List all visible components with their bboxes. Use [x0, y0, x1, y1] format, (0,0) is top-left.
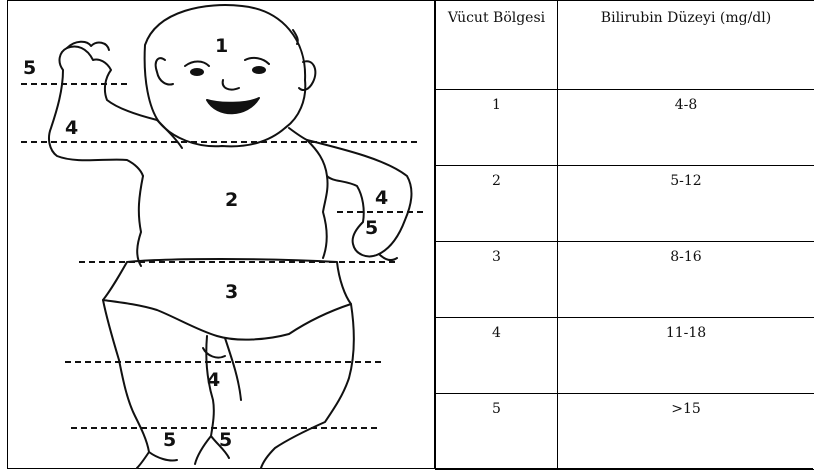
level-cell: >15 — [558, 394, 814, 470]
baby-mouth — [207, 98, 259, 113]
baby-right-arm — [307, 140, 411, 256]
header-region: Vücut Bölgesi — [436, 1, 558, 90]
baby-eye-left — [191, 69, 203, 75]
zone-label-head: 1 — [215, 35, 228, 57]
baby-eyebrow-right — [245, 58, 269, 64]
zone-label-leg: 4 — [207, 369, 220, 391]
baby-ear-left — [156, 58, 173, 84]
zone-label-lower-trunk: 3 — [225, 281, 238, 303]
table-row: 2 5-12 — [436, 166, 814, 242]
zone-label-right-arm: 4 — [375, 187, 388, 209]
header-level: Bilirubin Düzeyi (mg/dl) — [558, 1, 814, 90]
bilirubin-table: Vücut Bölgesi Bilirubin Düzeyi (mg/dl) 1… — [435, 0, 814, 470]
table-row: 1 4-8 — [436, 90, 814, 166]
zone-label-foot-left: 5 — [163, 429, 176, 451]
level-cell: 5-12 — [558, 166, 814, 242]
zone-label-trunk: 2 — [225, 189, 238, 211]
baby-nose — [223, 80, 239, 90]
table-header-row: Vücut Bölgesi Bilirubin Düzeyi (mg/dl) — [436, 1, 814, 90]
region-cell: 4 — [436, 318, 558, 394]
baby-eye-right — [253, 67, 265, 73]
baby-right-fingers — [379, 254, 397, 260]
baby-eyebrow-left — [185, 62, 209, 67]
table-row: 4 11-18 — [436, 318, 814, 394]
baby-neck-right — [289, 128, 307, 140]
zone-label-foot-right: 5 — [219, 429, 232, 451]
baby-ear-right — [299, 61, 315, 90]
region-cell: 2 — [436, 166, 558, 242]
baby-feet — [149, 436, 211, 464]
table-row: 3 8-16 — [436, 242, 814, 318]
baby-right-leg — [261, 304, 354, 468]
level-cell: 8-16 — [558, 242, 814, 318]
baby-left-leg — [103, 300, 149, 468]
baby-left-arm — [49, 47, 157, 177]
baby-drawing: 1 2 3 4 4 4 5 5 5 5 — [7, 0, 435, 469]
zone-label-upper-arm: 4 — [65, 117, 78, 139]
baby-figure-cell: 1 2 3 4 4 4 5 5 5 5 — [7, 0, 435, 469]
region-cell: 3 — [436, 242, 558, 318]
region-cell: 1 — [436, 90, 558, 166]
baby-neck-left — [157, 120, 182, 148]
table-row: 5 >15 — [436, 394, 814, 470]
baby-head-outline — [145, 5, 306, 146]
zone-label-hand-right: 5 — [365, 217, 378, 239]
zone-label-hand-left: 5 — [23, 57, 36, 79]
level-cell: 11-18 — [558, 318, 814, 394]
level-cell: 4-8 — [558, 90, 814, 166]
region-cell: 5 — [436, 394, 558, 470]
